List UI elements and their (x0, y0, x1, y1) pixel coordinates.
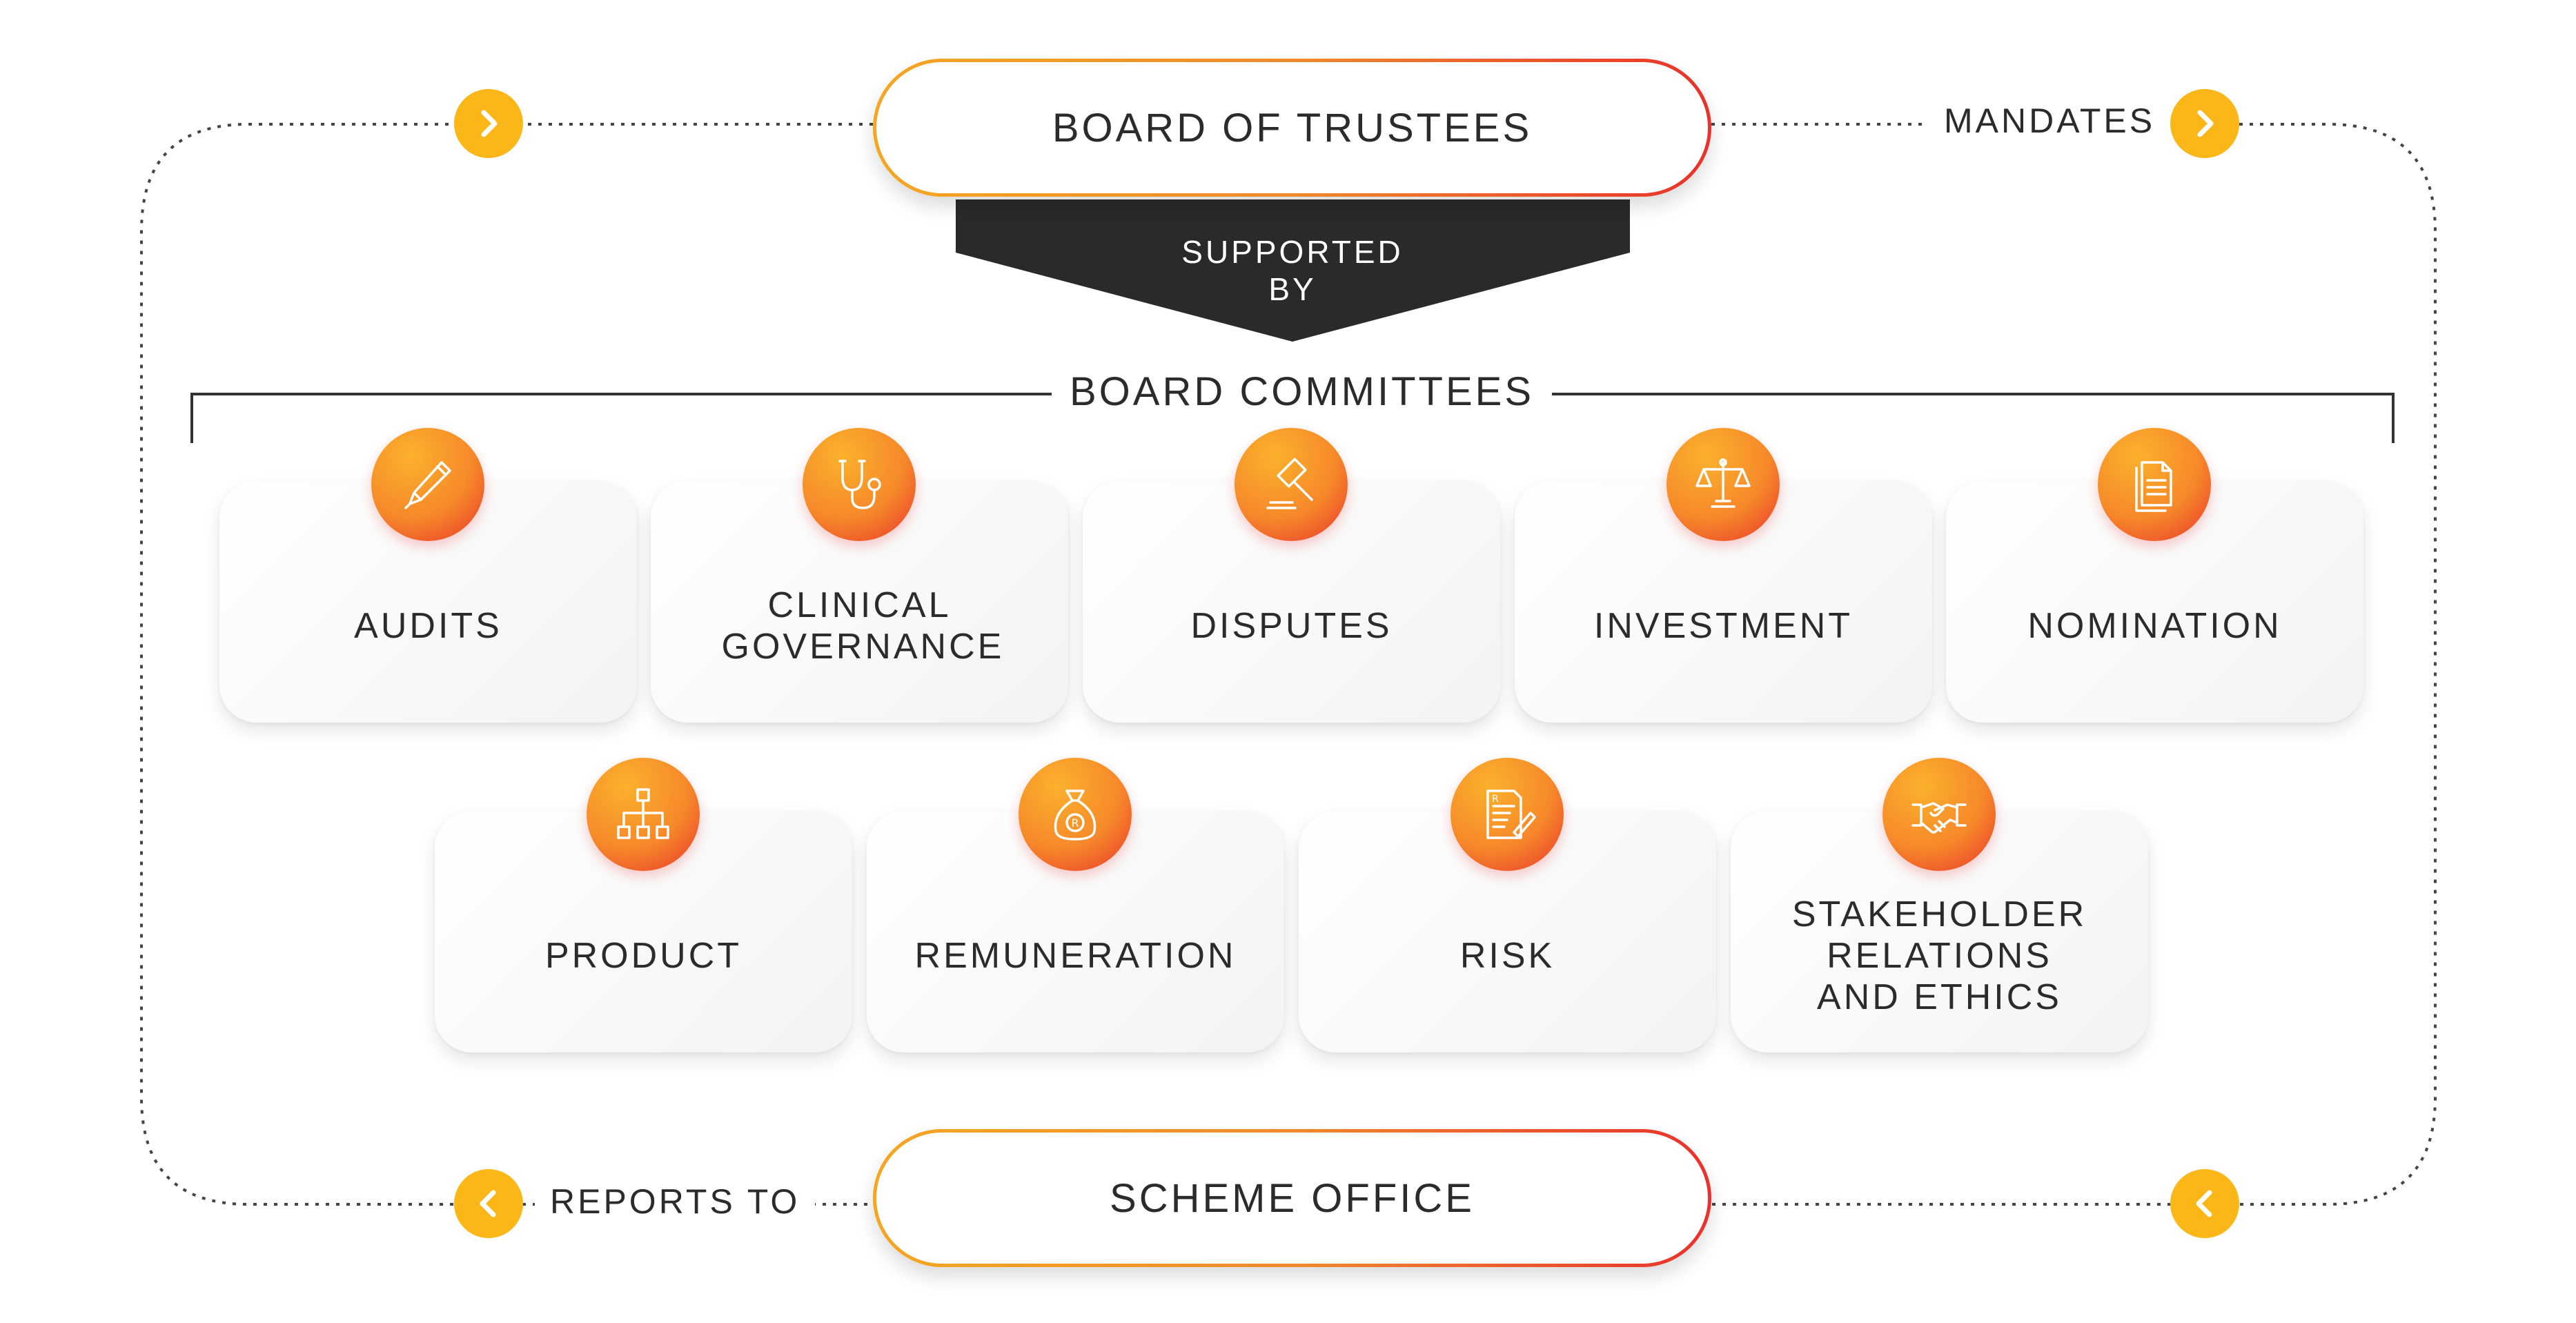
money-bag-icon: R (1019, 758, 1132, 871)
committee-card-disputes[interactable]: DISPUTES (1083, 481, 1500, 723)
chevron-right-icon[interactable] (454, 89, 523, 158)
mandates-label: MANDATES (1929, 101, 2171, 141)
committee-card-clinical-governance[interactable]: CLINICAL GOVERNANCE (651, 481, 1068, 723)
hierarchy-icon (587, 758, 700, 871)
handshake-icon (1882, 758, 1996, 871)
document-sign-icon: R (1451, 758, 1564, 871)
svg-text:R: R (1071, 816, 1079, 830)
committee-card-remuneration[interactable]: REMUNERATION (867, 811, 1284, 1052)
board-of-trustees-node[interactable]: BOARD OF TRUSTEES (873, 59, 1711, 197)
scales-icon (1666, 428, 1780, 541)
committee-label: REMUNERATION (914, 936, 1237, 976)
board-committees-heading: BOARD COMMITTEES (1052, 369, 1553, 415)
committee-label: AUDITS (354, 606, 502, 646)
pen-icon (371, 428, 484, 541)
documents-icon (2098, 428, 2211, 541)
right-dotted-loop (1711, 123, 2437, 1206)
committee-label: CLINICAL GOVERNANCE (721, 585, 1005, 667)
committee-label: PRODUCT (544, 936, 743, 976)
gavel-icon (1235, 428, 1348, 541)
committee-label: INVESTMENT (1593, 606, 1854, 646)
committee-label: STAKEHOLDER RELATIONS AND ETHICS (1791, 894, 2087, 1017)
committee-label: DISPUTES (1190, 606, 1393, 646)
chevron-left-icon[interactable] (454, 1169, 523, 1238)
svg-text:R: R (1492, 794, 1499, 805)
chevron-right-icon[interactable] (2170, 89, 2239, 158)
chevron-left-icon[interactable] (2170, 1169, 2239, 1238)
scheme-office-node[interactable]: SCHEME OFFICE (873, 1129, 1711, 1267)
stethoscope-icon (803, 428, 916, 541)
reports-to-label: REPORTS TO (535, 1182, 816, 1222)
committee-label: RISK (1459, 936, 1555, 976)
scheme-office-label: SCHEME OFFICE (876, 1133, 1708, 1264)
supported-by-banner (956, 199, 1630, 342)
board-of-trustees-label: BOARD OF TRUSTEES (876, 62, 1708, 193)
supported-by-label: SUPPORTED BY (1181, 234, 1404, 307)
committee-label: NOMINATION (2027, 606, 2282, 646)
